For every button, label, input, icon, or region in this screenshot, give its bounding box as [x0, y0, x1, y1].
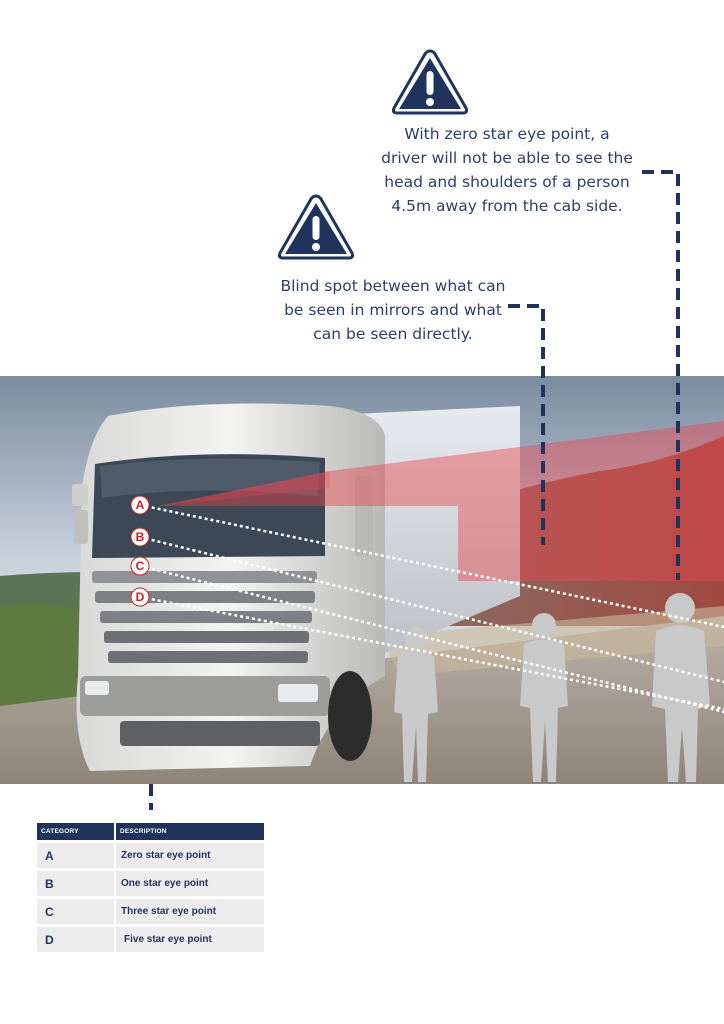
- warning-triangle-icon: [277, 194, 355, 260]
- zero-star-callout: With zero star eye point, a driver will …: [381, 125, 633, 215]
- category-cell: D: [37, 927, 114, 952]
- description-cell: One star eye point: [116, 871, 264, 896]
- table-row: A Zero star eye point: [37, 843, 264, 868]
- column-header-category: CATEGORY: [37, 823, 114, 840]
- category-cell: C: [37, 899, 114, 924]
- category-legend-table: CATEGORY DESCRIPTION A Zero star eye poi…: [37, 823, 264, 952]
- blind-spot-callout: Blind spot between what can be seen in m…: [280, 277, 506, 343]
- table-row: B One star eye point: [37, 871, 264, 896]
- description-cell: Three star eye point: [116, 899, 264, 924]
- table-row: D Five star eye point: [37, 927, 264, 952]
- category-cell: B: [37, 871, 114, 896]
- table-header: CATEGORY DESCRIPTION: [37, 823, 264, 840]
- description-cell: Zero star eye point: [116, 843, 264, 868]
- warning-triangle-icon: [391, 49, 469, 115]
- table-row: C Three star eye point: [37, 899, 264, 924]
- truck-scene-illustration: [0, 376, 724, 784]
- column-header-description: DESCRIPTION: [116, 823, 264, 840]
- category-cell: A: [37, 843, 114, 868]
- description-cell: Five star eye point: [116, 927, 264, 952]
